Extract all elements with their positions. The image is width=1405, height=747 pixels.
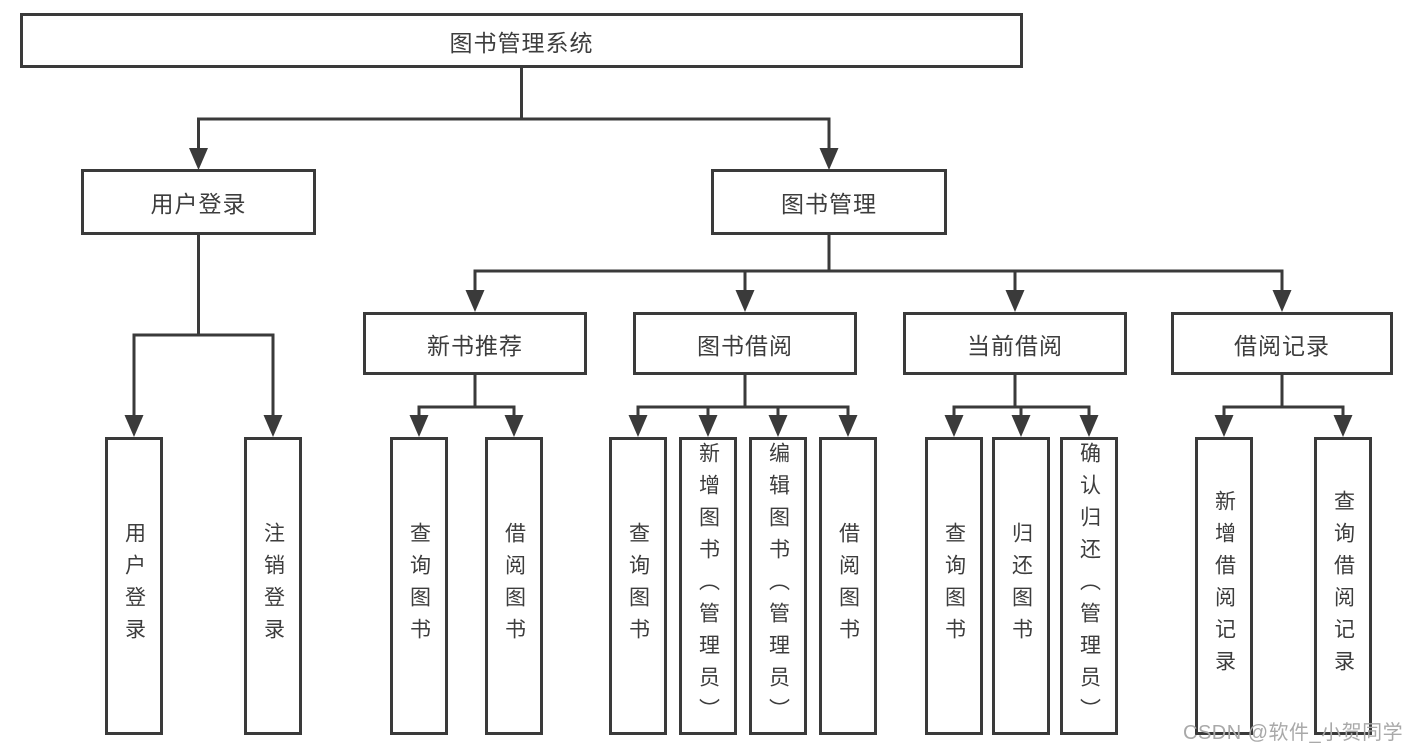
leaf-user-login-label: 用户登录 [122, 522, 146, 650]
node-root-label: 图书管理系统 [449, 29, 594, 56]
node-new-book-recommend-label: 新书推荐 [427, 332, 523, 359]
leaf-return-books: 归还图书 [992, 437, 1050, 735]
leaf-borrow-books: 借阅图书 [819, 437, 877, 735]
node-root: 图书管理系统 [20, 13, 1023, 68]
connector-book-borrow-to-leaves [628, 373, 858, 437]
node-user-login-label: 用户登录 [150, 191, 247, 217]
node-book-borrow-label: 图书借阅 [697, 332, 793, 359]
leaf-user-login: 用户登录 [105, 437, 163, 735]
connector-new-book-recommend-to-leaves [409, 373, 524, 437]
leaf-edit-books-admin-label: 编辑图书（管理员） [766, 442, 790, 730]
leaf-add-borrow-record: 新增借阅记录 [1195, 437, 1253, 735]
leaf-logout-label: 注销登录 [261, 522, 285, 650]
leaf-add-books-admin-label: 新增图书（管理员） [696, 442, 720, 730]
leaf-edit-books-admin: 编辑图书（管理员） [749, 437, 807, 735]
leaf-confirm-return-admin-label: 确认归还（管理员） [1077, 442, 1101, 730]
leaf-query-books-current: 查询图书 [925, 437, 983, 735]
leaf-return-books-label: 归还图书 [1009, 522, 1033, 650]
leaf-query-borrow-record: 查询借阅记录 [1314, 437, 1372, 735]
node-user-login: 用户登录 [81, 169, 316, 235]
connector-borrow-records-to-leaves [1214, 373, 1353, 437]
leaf-confirm-return-admin: 确认归还（管理员） [1060, 437, 1118, 735]
node-book-mgmt: 图书管理 [711, 169, 947, 235]
leaf-query-books-current-label: 查询图书 [942, 522, 966, 650]
node-borrow-records-label: 借阅记录 [1234, 332, 1330, 359]
leaf-borrow-books-recommend-label: 借阅图书 [502, 522, 526, 650]
leaf-borrow-books-recommend: 借阅图书 [485, 437, 543, 735]
leaf-query-borrow-record-label: 查询借阅记录 [1331, 490, 1355, 682]
leaf-query-books-borrow-label: 查询图书 [626, 522, 650, 650]
node-current-borrow-label: 当前借阅 [967, 332, 1063, 359]
connector-root-to-level2 [189, 66, 839, 170]
node-current-borrow: 当前借阅 [903, 312, 1127, 375]
connector-user-login-to-leaves [124, 233, 283, 437]
watermark: CSDN @软件_小贺同学 [1183, 722, 1404, 744]
leaf-query-books-borrow: 查询图书 [609, 437, 667, 735]
leaf-logout: 注销登录 [244, 437, 302, 735]
node-book-borrow: 图书借阅 [633, 312, 857, 375]
connector-book-mgmt-to-level3 [465, 233, 1292, 312]
connector-current-borrow-to-leaves [944, 373, 1099, 437]
leaf-add-borrow-record-label: 新增借阅记录 [1212, 490, 1236, 682]
node-book-mgmt-label: 图书管理 [781, 191, 877, 217]
leaf-query-books-recommend-label: 查询图书 [407, 522, 431, 650]
node-borrow-records: 借阅记录 [1171, 312, 1393, 375]
leaf-borrow-books-label: 借阅图书 [836, 522, 860, 650]
node-new-book-recommend: 新书推荐 [363, 312, 587, 375]
leaf-query-books-recommend: 查询图书 [390, 437, 448, 735]
leaf-add-books-admin: 新增图书（管理员） [679, 437, 737, 735]
